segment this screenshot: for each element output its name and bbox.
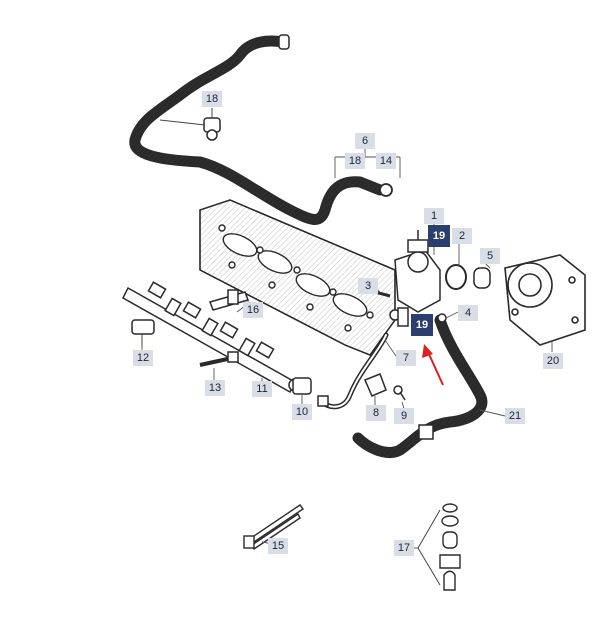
part-label-4: 4 — [458, 305, 478, 321]
part-label-18-mid: 18 — [345, 153, 365, 169]
part-label-10: 10 — [292, 404, 312, 420]
tool-15 — [243, 504, 305, 551]
tappet-5 — [473, 267, 491, 289]
bolt-13 — [199, 351, 239, 367]
vent-hose-upper — [129, 34, 386, 225]
leader-lines — [141, 148, 553, 549]
high-pressure-pump — [389, 230, 441, 327]
bolt-9 — [393, 385, 406, 401]
part-label-1: 1 — [424, 208, 444, 224]
cylinder-head — [199, 199, 396, 356]
pressure-line-7 — [317, 332, 389, 410]
seal-2 — [445, 264, 467, 290]
part-label-19-fitting: 19 — [411, 314, 433, 336]
part-label-15: 15 — [268, 538, 288, 554]
part-label-16: 16 — [243, 302, 263, 318]
part-label-7: 7 — [396, 350, 416, 366]
part-label-14: 14 — [376, 153, 396, 169]
vacuum-hose-21 — [352, 314, 488, 458]
holder-8 — [364, 373, 387, 397]
pressure-sensor-12 — [131, 319, 155, 348]
sensor-10 — [292, 377, 312, 395]
part-label-11: 11 — [252, 381, 272, 397]
part-label-21: 21 — [505, 408, 525, 424]
part-label-13: 13 — [205, 380, 225, 396]
part-label-3: 3 — [358, 278, 378, 294]
part-label-18-top: 18 — [202, 91, 222, 107]
part-label-5: 5 — [480, 248, 500, 264]
part-label-8: 8 — [366, 405, 386, 421]
part-label-19-pump: 19 — [428, 225, 450, 247]
part-label-17: 17 — [394, 540, 414, 556]
clip-18-upper — [159, 108, 221, 141]
kit-17 — [417, 503, 461, 591]
clamp-14 — [379, 183, 393, 197]
callout-arrow — [422, 344, 444, 386]
vacuum-pump-20 — [504, 254, 586, 346]
part-label-9: 9 — [394, 408, 414, 424]
part-label-2: 2 — [452, 228, 472, 244]
bolt-4 — [437, 313, 447, 323]
fuel-rail — [122, 281, 302, 394]
part-label-6: 6 — [355, 133, 375, 149]
part-label-12: 12 — [133, 350, 153, 366]
part-label-20: 20 — [543, 353, 563, 369]
